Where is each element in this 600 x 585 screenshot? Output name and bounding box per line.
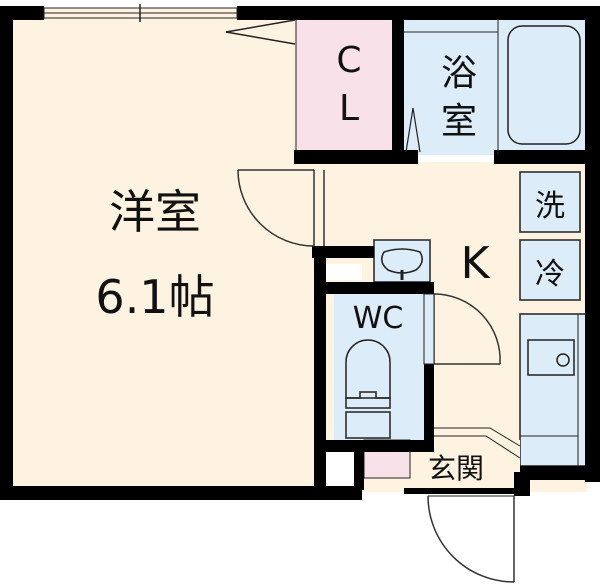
closet-label-l: L [339,88,359,129]
refrigerator-space [519,239,581,301]
sink-icon [381,248,423,274]
closet-floor [296,18,404,155]
toilet-label: WC [353,301,404,336]
western-room-label: 洋室 [109,185,201,239]
bathtub [507,25,581,145]
toilet-floor [334,292,424,442]
bathroom-label-2: 室 [441,101,477,142]
washer-label: 洗 [535,189,565,224]
storage-white-1 [326,264,362,280]
drain-icon [556,353,570,367]
entrance-door [427,495,515,583]
entrance-label: 玄関 [428,452,484,485]
western-room-door [237,169,325,247]
walls [0,6,600,500]
entrance-step [434,427,521,447]
kitchen-label: K [461,238,491,289]
kitchen-counter [519,313,588,467]
closet-label-c: C [336,40,361,81]
window [43,4,238,22]
toilet-icon [345,339,391,439]
closet-door-mark [225,19,296,45]
washer-space [519,171,581,233]
refrigerator-label: 冷 [535,257,565,292]
western-room-floor [12,18,312,488]
bath-door-mark [405,107,421,153]
bathroom-label-1: 浴 [441,53,477,94]
kitchen-sink [527,339,575,376]
western-room-size: 6.1帖 [95,270,214,324]
